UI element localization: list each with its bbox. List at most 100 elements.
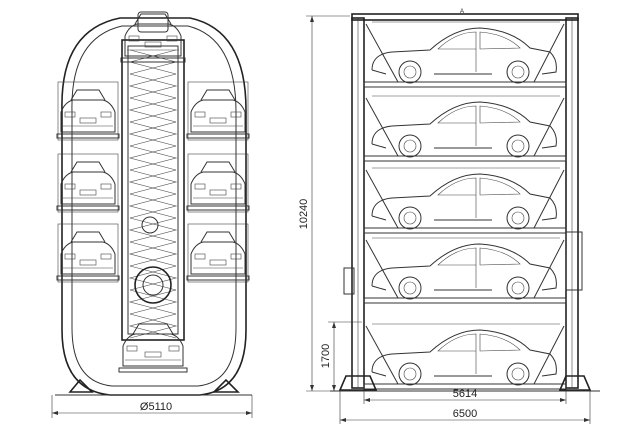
- tail-light: [100, 183, 112, 190]
- pallet-tray: [186, 133, 250, 139]
- level-floor-beam: [363, 383, 567, 390]
- front-car-pallet: [186, 89, 250, 139]
- hanger-rod: [533, 23, 565, 83]
- wheel: [398, 276, 422, 300]
- wheel-hub: [511, 281, 525, 295]
- hanger-rod: [533, 97, 565, 157]
- wheel: [398, 60, 422, 84]
- pallet-tray: [56, 133, 120, 139]
- front-car-pallet: [120, 13, 186, 63]
- car-roof: [200, 161, 236, 173]
- dim-level-label: 1700: [320, 344, 332, 368]
- car-rear-window: [479, 31, 521, 50]
- tail-light: [230, 111, 242, 118]
- car-body: [60, 99, 116, 133]
- pallet-tray: [120, 57, 186, 63]
- truss-brace: [128, 217, 177, 243]
- side-level: [363, 167, 567, 234]
- wheel: [506, 206, 530, 230]
- dim-diameter-label: Ø5110: [140, 401, 172, 413]
- car-body: [60, 241, 116, 275]
- wheel: [398, 362, 422, 386]
- wheel-hub: [511, 139, 525, 153]
- hanger-rod: [365, 239, 399, 299]
- car-roof: [70, 161, 106, 173]
- truss-brace: [128, 145, 177, 171]
- truss-brace: [128, 121, 177, 147]
- car-roof: [134, 13, 172, 25]
- tail-light: [194, 183, 206, 190]
- tail-light: [100, 111, 112, 118]
- car-front-window: [437, 105, 477, 124]
- car-body: [122, 333, 184, 367]
- pallet-hanger: [57, 153, 119, 213]
- car-body: [190, 99, 246, 133]
- side-level: [363, 323, 567, 390]
- car-rear-window: [479, 247, 521, 266]
- right-foot: [212, 378, 240, 393]
- tail-light: [128, 35, 140, 42]
- pallet-tray: [56, 275, 120, 281]
- car-front-window: [437, 333, 477, 352]
- drive-gear-outer: [134, 266, 172, 304]
- side-level: [363, 95, 567, 162]
- truss-brace: [129, 217, 178, 243]
- car-front-window: [437, 31, 477, 50]
- car-roof: [70, 89, 106, 101]
- pallet-hanger: [187, 81, 249, 141]
- top-beam: [351, 13, 579, 21]
- front-car-pallet: [118, 323, 188, 373]
- tail-light: [194, 111, 206, 118]
- car-profile: [371, 243, 557, 291]
- wheel: [506, 134, 530, 158]
- truss-brace: [128, 97, 177, 123]
- car-profile: [371, 27, 557, 75]
- plate: [144, 41, 162, 48]
- wheel-hub: [511, 367, 525, 381]
- section-mark-a: A: [460, 9, 464, 15]
- car-roof: [70, 231, 106, 243]
- truss-brace: [128, 265, 177, 291]
- drive-gear-inner: [142, 274, 164, 296]
- truss-brace: [128, 73, 177, 99]
- car-rear-window: [479, 105, 521, 124]
- pallet-hanger: [57, 81, 119, 141]
- truss-brace: [128, 241, 177, 267]
- drive-motor: [141, 216, 159, 234]
- plate: [209, 259, 227, 266]
- pallet-tray: [186, 205, 250, 211]
- dim-frame-label: 5614: [453, 388, 477, 400]
- wheel: [398, 134, 422, 158]
- car-rear-window: [479, 177, 521, 196]
- truss-brace: [129, 97, 178, 123]
- truss-brace: [129, 121, 178, 147]
- tail-light: [230, 183, 242, 190]
- car-roof: [200, 231, 236, 243]
- car-rear-window: [479, 333, 521, 352]
- side-view: A 10240 1700 5614 6500: [298, 9, 600, 424]
- tail-light: [100, 253, 112, 260]
- plate: [209, 117, 227, 124]
- car-body: [60, 171, 116, 205]
- front-car-pallet: [186, 161, 250, 211]
- tail-light: [64, 111, 76, 118]
- plate: [79, 189, 97, 196]
- car-profile: [371, 329, 557, 377]
- left-base: [338, 375, 378, 391]
- wheel: [398, 206, 422, 230]
- wheel: [506, 362, 530, 386]
- chain-drive-housing: [565, 231, 583, 291]
- hanger-rod: [365, 325, 399, 385]
- hanger-rod: [533, 239, 565, 299]
- pallet-tray: [186, 275, 250, 281]
- hanger-rod: [533, 169, 565, 229]
- front-car-pallets: [56, 13, 250, 373]
- front-car-pallet: [56, 231, 120, 281]
- truss-brace: [129, 193, 178, 219]
- truss-brace: [129, 265, 178, 291]
- wheel: [506, 276, 530, 300]
- truss-brace: [129, 289, 178, 315]
- wheel-hub: [403, 211, 417, 225]
- top-sprocket: [137, 11, 169, 33]
